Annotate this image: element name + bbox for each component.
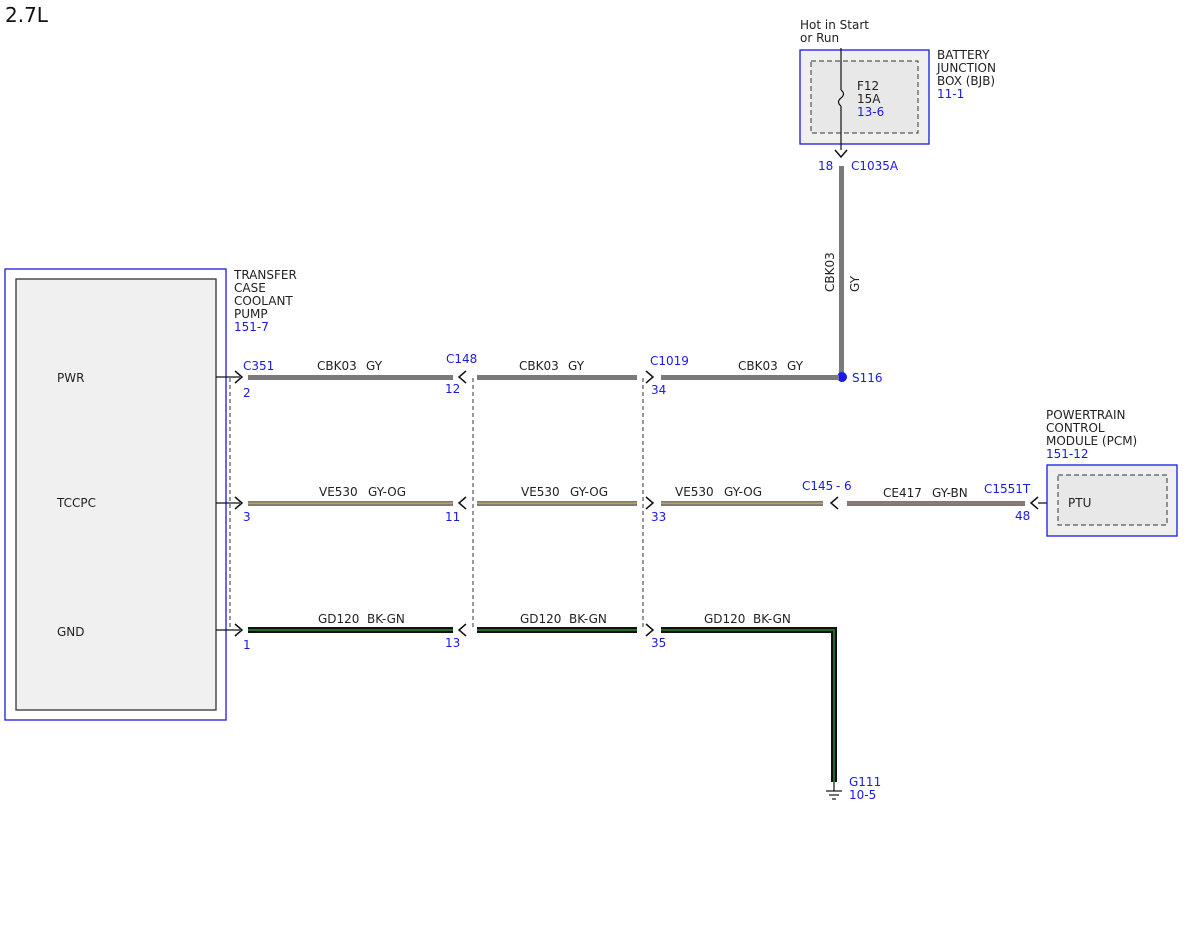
fuse-id: F12 [857, 79, 879, 93]
pump-pin-pwr: PWR [57, 371, 84, 385]
fuse-icon [837, 89, 845, 107]
tccpc-circuit: VE530 GY-OG VE530 GY-OG VE530 GY-OG CE41… [234, 479, 1058, 524]
c145-pin: 6 [844, 479, 852, 493]
c351-label: C351 [243, 359, 274, 373]
tccpc-seg1-color: GY-OG [368, 485, 406, 499]
pump-inner-box [15, 278, 217, 711]
c1019-pin-tccpc: 33 [651, 510, 666, 524]
tccpc-c1019-arrow-icon [645, 496, 655, 510]
c148-pin-tccpc: 11 [445, 510, 460, 524]
c1019-label: C1019 [650, 354, 689, 368]
pump-ref: 151-7 [234, 320, 269, 334]
tccpc-seg3-color: GY-OG [724, 485, 762, 499]
tccpc-c148-arrow-icon [457, 496, 467, 510]
bjb-ref: 11-1 [937, 87, 964, 101]
pwr-seg3-circuit: CBK03 [738, 359, 778, 373]
c145-dash: - [836, 479, 840, 493]
pwr-c1019-arrow-icon [645, 370, 655, 384]
bjb-name-line2: JUNCTION [936, 61, 996, 75]
ground-ref: 10-5 [849, 788, 876, 802]
c1551t-label: C1551T [984, 482, 1031, 496]
fuse-ref: 13-6 [857, 105, 884, 119]
ground-symbol-icon [826, 782, 842, 800]
gnd-wire-seg3 [661, 627, 837, 782]
bjb-name-line1: BATTERY [937, 48, 990, 62]
tccpc-c1551t-arrow-icon [1029, 496, 1039, 510]
gnd-seg1-color: BK-GN [367, 612, 405, 626]
tccpc-seg4-circuit: CE417 [883, 486, 922, 500]
c351-pin-pwr: 2 [243, 386, 251, 400]
gnd-c351-arrow-icon [234, 623, 244, 637]
gnd-seg3-circuit: GD120 [704, 612, 745, 626]
splice-dot [837, 372, 847, 382]
splice-label: S116 [852, 371, 883, 385]
bjb-name-line3: BOX (BJB) [937, 74, 995, 88]
pump-name-line2: CASE [234, 281, 266, 295]
pwr-seg1-circuit: CBK03 [317, 359, 357, 373]
pump-name-line4: PUMP [234, 307, 268, 321]
gnd-seg2-circuit: GD120 [520, 612, 561, 626]
engine-label: 2.7L [5, 3, 49, 27]
c351-pin-tccpc: 3 [243, 510, 251, 524]
c1551t-pin: 48 [1015, 509, 1030, 523]
pwr-c351-arrow-icon [234, 370, 244, 384]
c148-label: C148 [446, 352, 477, 366]
tccpc-seg4-color: GY-BN [932, 486, 968, 500]
riser-color: GY [848, 275, 862, 292]
pwr-seg1-color: GY [366, 359, 383, 373]
pcm-name-line3: MODULE (PCM) [1046, 434, 1137, 448]
pwr-circuit: CBK03 GY CBK03 GY CBK03 GY 2 12 34 [234, 359, 839, 400]
tccpc-seg3-circuit: VE530 [675, 485, 714, 499]
pwr-wire-seg2 [477, 375, 637, 380]
pump-pin-gnd: GND [57, 625, 85, 639]
c145-label: C145 [802, 479, 833, 493]
c1019-pin-pwr: 34 [651, 383, 666, 397]
battery-junction-box: Hot in Start or Run BATTERY JUNCTION BOX… [799, 18, 996, 173]
bjb-pin: 18 [818, 159, 833, 173]
pump-pin-tccpc: TCCPC [56, 496, 96, 510]
c1035a-label: C1035A [851, 159, 899, 173]
tccpc-c351-arrow-icon [234, 496, 244, 510]
pwr-wire-seg3 [661, 375, 839, 380]
supply-label-line1: Hot in Start [800, 18, 869, 32]
gnd-c148-arrow-icon [457, 623, 467, 637]
gnd-circuit: GD120 BK-GN GD120 BK-GN GD120 BK-GN 1 13… [234, 612, 837, 782]
pcm-inner-label: PTU [1068, 496, 1091, 510]
tccpc-seg1-circuit: VE530 [319, 485, 358, 499]
gnd-seg1-circuit: GD120 [318, 612, 359, 626]
c1019-pin-gnd: 35 [651, 636, 666, 650]
riser-circuit: CBK03 [823, 252, 837, 292]
pcm-name-line2: CONTROL [1046, 421, 1105, 435]
c148-pin-gnd: 13 [445, 636, 460, 650]
gnd-seg3-color: BK-GN [753, 612, 791, 626]
pcm-ref: 151-12 [1046, 447, 1089, 461]
gnd-seg2-color: BK-GN [569, 612, 607, 626]
c351-pin-gnd: 1 [243, 638, 251, 652]
fuse-rating: 15A [857, 92, 881, 106]
gnd-c1019-arrow-icon [645, 623, 655, 637]
pump-name-line1: TRANSFER [233, 268, 297, 282]
pcm-name-line1: POWERTRAIN [1046, 408, 1126, 422]
c1035a-arrow-icon [834, 149, 848, 159]
pwr-seg2-circuit: CBK03 [519, 359, 559, 373]
bjb-inner-box [810, 60, 919, 134]
pwr-seg3-color: GY [787, 359, 804, 373]
pwr-seg2-color: GY [568, 359, 585, 373]
coolant-pump-module: TRANSFER CASE COOLANT PUMP 151-7 PWR TCC… [4, 268, 297, 721]
pwr-c148-arrow-icon [457, 370, 467, 384]
pcm-module: POWERTRAIN CONTROL MODULE (PCM) 151-12 P… [1046, 408, 1178, 537]
riser-wire [839, 166, 844, 376]
ground-label: G111 [849, 775, 881, 789]
pwr-wire-seg1 [248, 375, 453, 380]
pcm-inner-box [1057, 474, 1168, 526]
tccpc-seg2-color: GY-OG [570, 485, 608, 499]
pump-name-line3: COOLANT [234, 294, 293, 308]
c148-pin-pwr: 12 [445, 382, 460, 396]
tccpc-seg2-circuit: VE530 [521, 485, 560, 499]
tccpc-c145-arrow-icon [829, 496, 839, 510]
supply-label-line2: or Run [800, 31, 839, 45]
